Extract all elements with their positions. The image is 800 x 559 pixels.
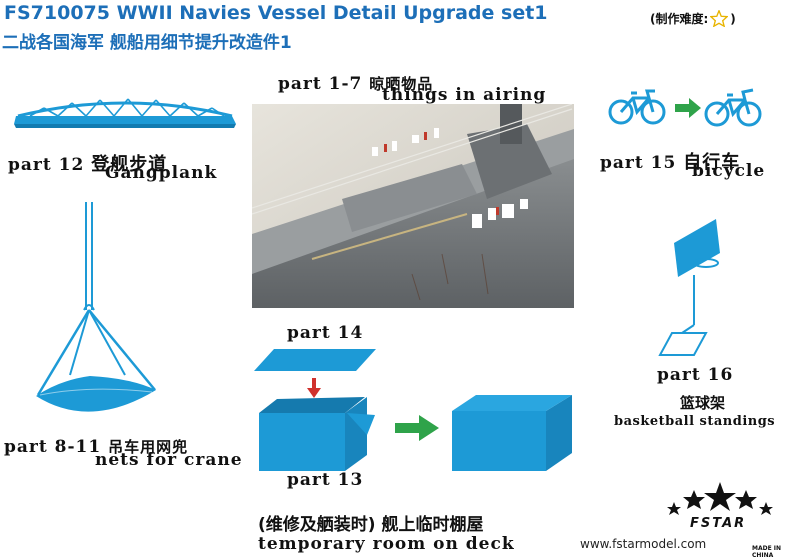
crane-net-illustration <box>36 202 156 412</box>
made-in-china: MADE IN CHINA <box>752 545 782 559</box>
airing-part-label: part 1-7 晾晒物品 <box>278 74 434 94</box>
room-box-open <box>259 397 375 471</box>
room-label: temporary room on deck <box>258 534 515 554</box>
brand-name: FSTAR <box>690 516 747 531</box>
star-icon <box>710 10 729 27</box>
gangplank-label: Gangplank <box>105 163 218 183</box>
difficulty-close: ) <box>730 11 736 26</box>
basketball-chinese-label: 篮球架 <box>680 394 726 412</box>
gangplank-part-label: part 12 登舰步道 <box>8 154 168 175</box>
gangplank-illustration <box>14 98 236 128</box>
difficulty-label: (制作难度: <box>650 12 709 26</box>
website-url[interactable]: www.fstarmodel.com <box>580 537 707 551</box>
room-roof-panel <box>254 349 376 371</box>
bicycle-label: bicycle <box>692 161 766 181</box>
right-arrow-icon <box>395 415 439 441</box>
basketball-part-label: part 16 <box>657 365 734 385</box>
fstar-logo <box>667 482 773 515</box>
room-part-label: part 13 <box>287 470 364 490</box>
basketball-label: basketball standings <box>614 414 776 429</box>
bicycle-part-label: part 15 自行车 <box>600 152 741 173</box>
room-box-closed <box>452 395 572 471</box>
bicycle-illustration <box>608 88 762 127</box>
room-roof-part-label: part 14 <box>287 323 364 343</box>
down-arrow-icon <box>307 378 321 398</box>
ship-deck-photo <box>252 104 574 308</box>
product-title-chinese: 二战各国海军 舰船用细节提升改造件1 <box>2 33 292 53</box>
nets-part-label: part 8-11 吊车用网兜 <box>4 437 189 457</box>
room-chinese-label: (维修及舾装时) 舰上临时棚屋 <box>258 515 484 535</box>
nets-label: nets for crane <box>95 450 243 470</box>
basketball-stand-illustration <box>658 219 720 356</box>
difficulty-rating: (制作难度: ) <box>650 10 736 27</box>
airing-label: things in airing <box>382 85 547 105</box>
product-title: FS710075 WWII Navies Vessel Detail Upgra… <box>4 2 548 24</box>
